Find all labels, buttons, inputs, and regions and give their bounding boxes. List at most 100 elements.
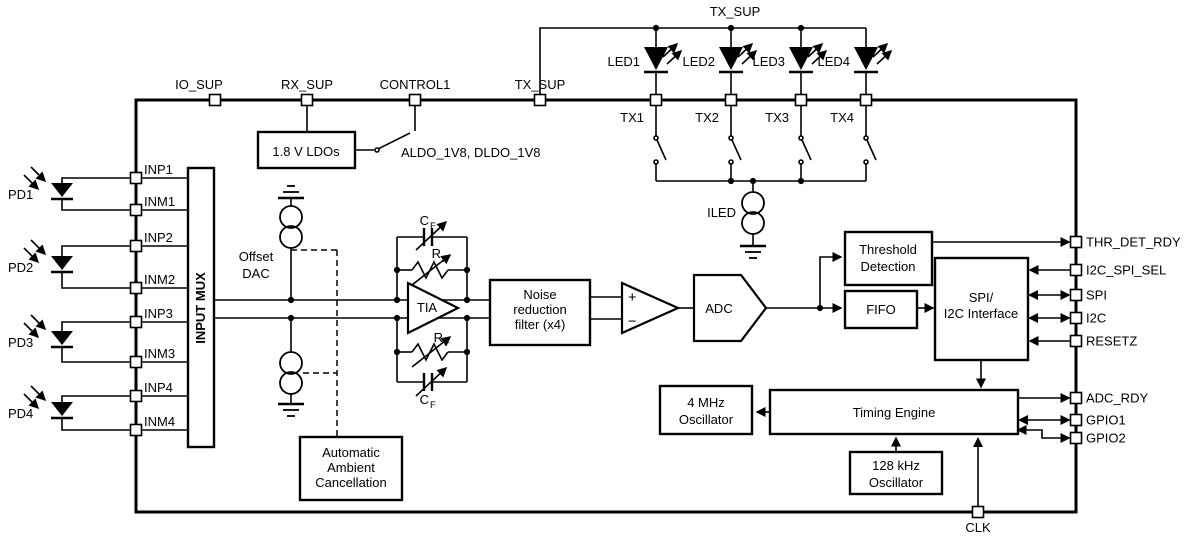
pd4-label: PD4 bbox=[8, 406, 33, 421]
inp1-pin bbox=[129, 171, 143, 185]
thr-det-rdy-pin bbox=[1069, 235, 1083, 249]
gpio1-pin bbox=[1069, 413, 1083, 427]
inp4-label: INP4 bbox=[144, 380, 173, 395]
tia-label: TIA bbox=[417, 300, 438, 315]
threshold-detection-block bbox=[843, 230, 934, 287]
photodiode-inputs: PD1 INP1 INM1 PD2 INP2 INM2 bbox=[8, 162, 188, 437]
noise-filter-line2: reduction bbox=[513, 302, 566, 317]
tx-sup-led-network: TX_SUP LED1 LED2 LED3 LED4 bbox=[539, 4, 893, 259]
clk-label: CLK bbox=[965, 520, 991, 535]
cf-top-sub: F bbox=[430, 221, 436, 232]
ambient-cancellation-control-wires bbox=[291, 249, 338, 437]
control1-pin-label: CONTROL1 bbox=[380, 77, 451, 92]
osc-4mhz-line1: 4 MHz bbox=[687, 395, 725, 410]
ground-icon bbox=[278, 402, 304, 417]
tx3-pin bbox=[794, 93, 808, 107]
tx-sup-pin bbox=[533, 93, 547, 107]
pd3-group: PD3 INP3 INM3 bbox=[8, 306, 188, 369]
tx1-switch-icon bbox=[653, 105, 667, 181]
ambient-cancellation-block bbox=[298, 435, 404, 502]
tx-sup-pin-label: TX_SUP bbox=[515, 77, 566, 92]
pd3-label: PD3 bbox=[8, 335, 33, 350]
tx3-switch-icon bbox=[798, 105, 812, 181]
thr-det-rdy-label: THR_DET_RDY bbox=[1086, 235, 1181, 250]
input-mux-block bbox=[186, 166, 216, 449]
rf-top-sub: F bbox=[442, 254, 448, 265]
offset-dac-group: Offset DAC bbox=[239, 185, 338, 437]
spi-pin bbox=[1069, 288, 1083, 302]
offset-dac-current-source-bottom-icon bbox=[279, 318, 303, 404]
buffer-amplifier bbox=[620, 281, 681, 335]
pd4-diode-icon bbox=[23, 385, 73, 420]
rx-sup-pin bbox=[300, 93, 314, 107]
cf-bottom-capacitor-icon bbox=[397, 366, 467, 397]
tx2-pin bbox=[724, 93, 738, 107]
inp3-label: INP3 bbox=[144, 306, 173, 321]
pd1-label: PD1 bbox=[8, 187, 33, 202]
adc-block bbox=[692, 273, 768, 343]
iled-label: ILED bbox=[707, 205, 736, 220]
aac-line1: Automatic bbox=[322, 445, 380, 460]
inm3-label: INM3 bbox=[144, 346, 175, 361]
gpio2-pin bbox=[1069, 431, 1083, 445]
led1-label: LED1 bbox=[607, 54, 640, 69]
pd1-group: PD1 INP1 INM1 bbox=[8, 162, 188, 217]
offset-dac-label-line1: Offset bbox=[239, 249, 274, 264]
spi-i2c-interface-block bbox=[933, 256, 1030, 362]
noise-filter-block bbox=[488, 278, 592, 347]
control1-pin bbox=[408, 93, 422, 107]
led4-label: LED4 bbox=[817, 54, 850, 69]
chip-boundary bbox=[134, 98, 1078, 514]
ground-icon bbox=[278, 185, 304, 200]
led3-label: LED3 bbox=[752, 54, 785, 69]
i2c-label: I2C bbox=[1086, 311, 1106, 326]
inm1-pin bbox=[129, 203, 143, 217]
tia-amplifier bbox=[406, 281, 461, 335]
analog-signal-wires bbox=[214, 237, 1071, 507]
rf-top-label: R bbox=[432, 246, 441, 261]
pd2-diode-icon bbox=[23, 239, 73, 274]
i2c-spi-sel-pin bbox=[1069, 263, 1083, 277]
inm2-label: INM2 bbox=[144, 272, 175, 287]
osc-128khz-line2: Oscillator bbox=[869, 475, 924, 490]
tx1-label: TX1 bbox=[620, 110, 644, 125]
spi-i2c-line2: I2C Interface bbox=[944, 306, 1018, 321]
aac-line2: Ambient bbox=[327, 460, 375, 475]
adc-label: ADC bbox=[705, 301, 732, 316]
rf-bottom-sub: F bbox=[444, 338, 450, 349]
adc-rdy-label: ADC_RDY bbox=[1086, 391, 1148, 406]
inm2-pin bbox=[129, 281, 143, 295]
cf-bottom-sub: F bbox=[430, 400, 436, 411]
spi-label: SPI bbox=[1086, 288, 1107, 303]
top-supply-section: IO_SUP RX_SUP CONTROL1 TX_SUP 1.8 V LDOs… bbox=[175, 77, 566, 170]
fifo-label: FIFO bbox=[866, 302, 896, 317]
rx-sup-pin-label: RX_SUP bbox=[281, 77, 333, 92]
cf-bottom-label: C bbox=[420, 392, 429, 407]
tx-sup-rail-label: TX_SUP bbox=[710, 4, 761, 19]
inm3-pin bbox=[129, 355, 143, 369]
gpio1-label: GPIO1 bbox=[1086, 413, 1126, 428]
amp-plus-label: + bbox=[628, 290, 636, 306]
pd1-diode-icon bbox=[23, 166, 73, 201]
osc-4mhz-line2: Oscillator bbox=[679, 412, 734, 427]
io-sup-pin bbox=[208, 93, 222, 107]
pd2-group: PD2 INP2 INM2 bbox=[8, 230, 188, 295]
tia-feedback-top: C F R F bbox=[393, 213, 471, 304]
tia-feedback-bottom: R F C F bbox=[393, 314, 471, 411]
offset-dac-label-line2: DAC bbox=[242, 266, 269, 281]
i2c-pin bbox=[1069, 311, 1083, 325]
ldo-label: 1.8 V LDOs bbox=[272, 144, 340, 159]
osc-128khz-line1: 128 kHz bbox=[872, 458, 920, 473]
clk-pin-group: CLK bbox=[965, 505, 991, 535]
led1-diode-icon bbox=[644, 42, 683, 94]
fifo-block bbox=[843, 289, 919, 330]
led2-label: LED2 bbox=[682, 54, 715, 69]
pd3-diode-icon bbox=[23, 314, 73, 349]
adc-rdy-pin bbox=[1069, 391, 1083, 405]
ldo-switch-icon bbox=[355, 132, 411, 153]
amp-minus-label: − bbox=[628, 314, 636, 330]
inm1-label: INM1 bbox=[144, 194, 175, 209]
inp1-label: INP1 bbox=[144, 162, 173, 177]
inp2-pin bbox=[129, 239, 143, 253]
led2-diode-icon bbox=[719, 42, 758, 94]
